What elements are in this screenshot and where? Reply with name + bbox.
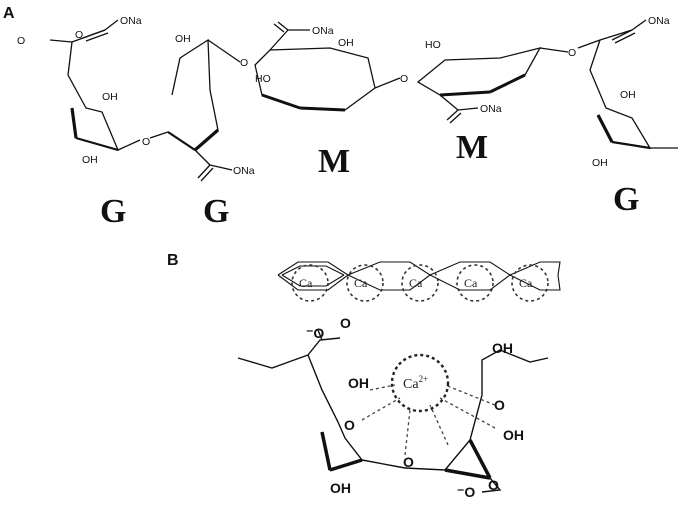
atom-labels-a: O ONa O OH OH O OH ONa O ONa HO OH O HO … [17, 15, 670, 177]
ca-ion-2 [346, 264, 384, 302]
oh-right: OH [503, 427, 524, 443]
egg-box-chain [277, 261, 561, 291]
residue-label-m1: M [318, 143, 350, 180]
ho-m1: HO [255, 73, 271, 85]
ring-g3 [577, 19, 678, 150]
ca-ion-4 [456, 264, 494, 302]
ca-ion-5 [511, 264, 549, 302]
oh-g3: OH [620, 89, 636, 101]
ring-o-link-4: O [568, 47, 576, 59]
calcium-ions-row: Ca Ca Ca Ca Ca [291, 264, 549, 302]
panel-label-a: A [3, 5, 15, 22]
carboxylate-m1: ONa [312, 25, 334, 37]
ring-m1 [254, 21, 401, 112]
oh-m1: OH [338, 37, 354, 49]
residue-label-g1: G [100, 193, 126, 230]
ca-label-1: Ca [299, 276, 313, 290]
panel-label-b: B [167, 252, 179, 269]
ca-label-2: Ca [354, 276, 368, 290]
atom-labels-b: ⁻O O OH O O OH OH O OH ⁻O O [306, 315, 524, 500]
methoxy-left: O [17, 35, 25, 47]
ca-label-3: Ca [409, 276, 423, 290]
oh-left: OH [348, 375, 369, 391]
oh-g2: OH [175, 33, 191, 45]
ring-g2 [149, 38, 241, 182]
ring-o-link-3: O [400, 73, 408, 85]
oh-g3-bottom: OH [592, 157, 608, 169]
ring-o-link-2: O [240, 57, 248, 69]
residue-label-g3: G [613, 181, 639, 218]
ring-g1 [49, 19, 141, 152]
oh-bottom-left: OH [330, 480, 351, 496]
residue-label-g2: G [203, 193, 229, 230]
carboxylate-m2: ONa [480, 103, 502, 115]
oh-top-right: OH [492, 340, 513, 356]
central-ca-label: Ca2+ [403, 374, 428, 392]
coordination-structure [237, 329, 549, 493]
carboxylate-o-right: ⁻O [457, 484, 475, 500]
ring-m2 [416, 47, 569, 124]
carbonyl-o-left: O [340, 315, 351, 331]
ca-label-5: Ca [519, 276, 533, 290]
carbonyl-o-g1: O [75, 29, 83, 41]
oh-g1-bottom: OH [82, 154, 98, 166]
ca-ion-1 [291, 264, 329, 302]
ca-ion-3 [401, 264, 439, 302]
carboxylate-o-left: ⁻O [306, 325, 324, 341]
alginate-chain [49, 19, 678, 182]
carbonyl-o-right: O [488, 477, 499, 493]
ho-m2: HO [425, 39, 441, 51]
carboxylate-g1: ONa [120, 15, 142, 27]
central-ca-ion [390, 353, 450, 413]
ca-label-4: Ca [464, 276, 478, 290]
ring-o-right: O [494, 397, 505, 413]
carboxylate-g2: ONa [233, 165, 255, 177]
bridge-o: O [403, 454, 414, 470]
ring-o-link-1: O [142, 136, 150, 148]
residue-label-m2: M [456, 129, 488, 166]
carboxylate-g3: ONa [648, 15, 670, 27]
ring-o-left: O [344, 417, 355, 433]
oh-g1: OH [102, 91, 118, 103]
